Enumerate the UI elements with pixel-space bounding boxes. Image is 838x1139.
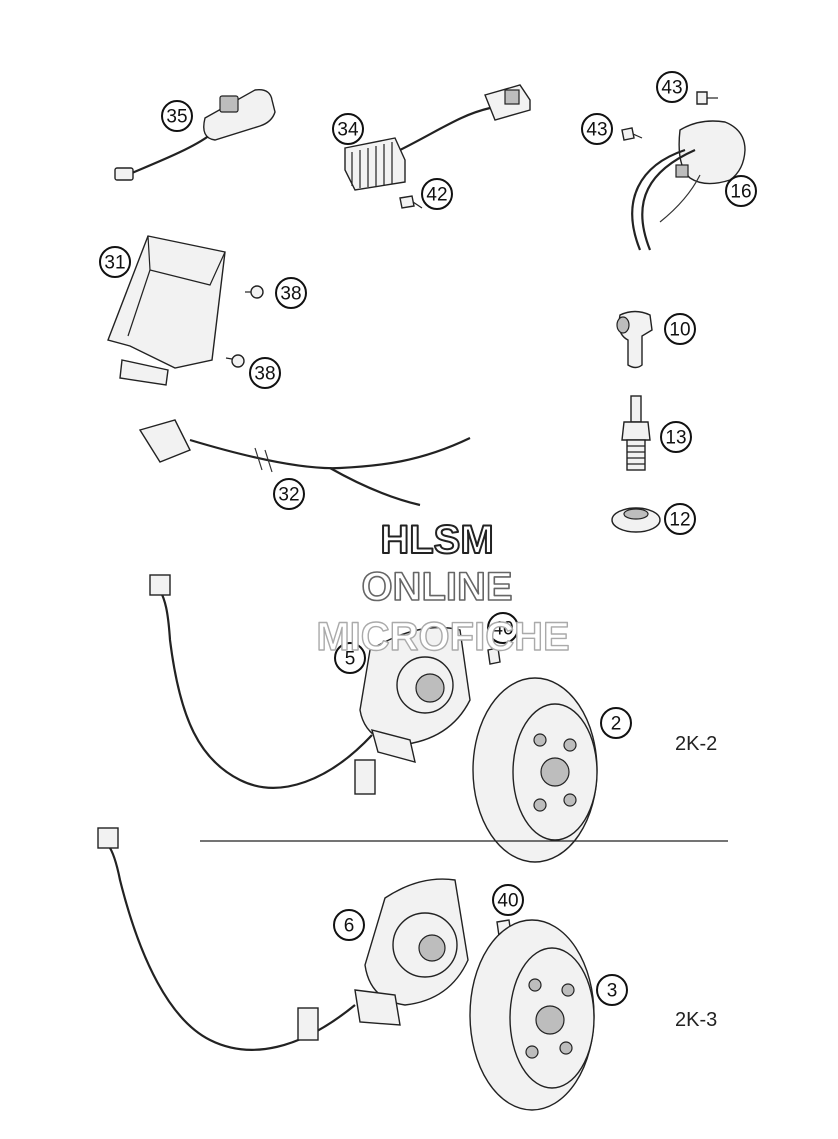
svg-text:2: 2: [611, 714, 622, 735]
svg-text:38: 38: [254, 364, 275, 385]
svg-text:43: 43: [586, 120, 607, 141]
callout-43-lower: 43: [581, 113, 613, 145]
callout-42: 42: [421, 178, 453, 210]
part-31-cdi-unit: [107, 235, 226, 386]
svg-text:12: 12: [669, 510, 690, 531]
callout-35: 35: [161, 100, 193, 132]
part-6-stator: [97, 827, 469, 1051]
callout-13: 13: [660, 421, 692, 453]
watermark-line-3: MICROFICHE: [316, 615, 569, 659]
svg-text:38: 38: [280, 284, 301, 305]
part-38-screw-lower: [225, 354, 245, 368]
callout-38-lower: 38: [249, 357, 281, 389]
watermark-line-2: ONLINE: [361, 565, 512, 609]
part-5-stator: [149, 574, 471, 795]
part-13-spark-plug: [621, 395, 651, 471]
part-43-bolt-lower: [621, 127, 643, 141]
part-43-bolt-upper: [696, 91, 718, 105]
part-32-wiring-harness: [138, 419, 471, 507]
callout-10: 10: [664, 313, 696, 345]
svg-text:40: 40: [497, 891, 518, 912]
part-42-bolt: [399, 195, 423, 209]
part-2-flywheel: [472, 677, 598, 863]
part-3-flywheel: [469, 919, 595, 1111]
svg-text:3: 3: [607, 981, 618, 1002]
callout-34: 34: [332, 113, 364, 145]
part-34-voltage-regulator: [344, 84, 531, 191]
callout-40-upper: 40: [487, 612, 519, 644]
svg-text:6: 6: [344, 916, 355, 937]
callout-12: 12: [664, 503, 696, 535]
callout-43-upper: 43: [656, 71, 688, 103]
svg-text:43: 43: [661, 78, 682, 99]
callout-6: 6: [333, 909, 365, 941]
svg-text:34: 34: [337, 120, 359, 141]
callout-38-upper: 38: [275, 277, 307, 309]
svg-text:16: 16: [730, 182, 751, 203]
callout-5: 5: [334, 642, 366, 674]
part-10-spark-plug-cap: [616, 310, 653, 369]
watermark-line-1: HLSM: [380, 518, 493, 562]
callout-32: 32: [273, 478, 305, 510]
svg-text:32: 32: [278, 485, 299, 506]
variant-label-2k2: 2K-2: [675, 733, 717, 755]
callout-40-lower: 40: [492, 884, 524, 916]
part-38-screw-upper: [245, 285, 264, 299]
part-35-connector: [114, 89, 276, 181]
callout-16: 16: [725, 175, 757, 207]
part-12-sealing-washer: [611, 507, 661, 533]
svg-text:13: 13: [665, 428, 686, 449]
callout-31: 31: [99, 246, 131, 278]
part-16-ignition-coil: [631, 120, 746, 251]
svg-text:40: 40: [492, 619, 513, 640]
svg-text:5: 5: [345, 649, 356, 670]
watermark: HLSM ONLINE MICROFICHE: [316, 517, 571, 660]
variant-label-2k3: 2K-3: [675, 1009, 717, 1031]
callout-2: 2: [600, 707, 632, 739]
callout-3: 3: [596, 974, 628, 1006]
svg-text:42: 42: [426, 185, 447, 206]
part-40-bolt-upper: [487, 647, 501, 665]
svg-text:10: 10: [669, 320, 690, 341]
svg-text:31: 31: [104, 253, 125, 274]
svg-text:35: 35: [166, 107, 187, 128]
